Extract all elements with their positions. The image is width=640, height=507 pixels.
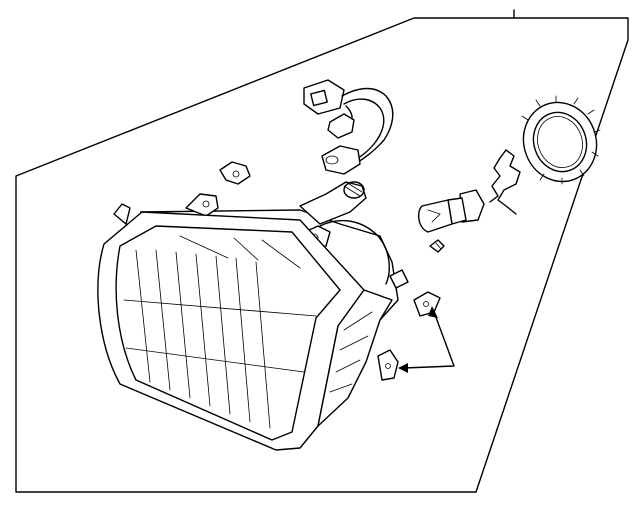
wiring-harness xyxy=(303,79,394,175)
leader-arrows xyxy=(398,306,455,373)
small-clip xyxy=(219,161,251,185)
retaining-ring xyxy=(521,95,601,185)
headlamp-assembly xyxy=(97,181,409,451)
bulb-retaining-spring xyxy=(489,149,521,215)
adjuster-bracket xyxy=(377,349,399,381)
side-marker-bulb xyxy=(429,239,445,253)
headlamp-bulb xyxy=(417,189,485,233)
